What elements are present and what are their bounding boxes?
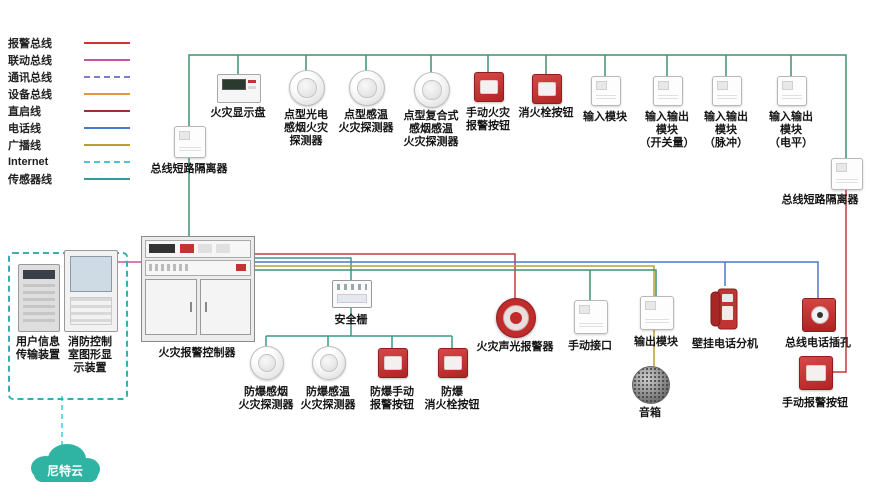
bus-isolator-right-label: 总线短路隔离器 xyxy=(781,194,859,206)
heat-detector-icon xyxy=(349,70,385,106)
legend-row-direct-start: 直启线 xyxy=(8,102,130,119)
user-info-transmission-device-icon xyxy=(18,264,60,332)
fire-display-panel-icon xyxy=(217,74,261,103)
wire-beacon xyxy=(253,253,516,298)
speaker-icon xyxy=(632,366,670,404)
manual-fire-alarm-button-label: 手动火灾 报警按钮 xyxy=(466,107,510,132)
legend-label-linkage-bus: 联动总线 xyxy=(8,54,52,67)
hydrant-button-label: 消火栓按钮 xyxy=(518,107,574,119)
wall-phone-label: 壁挂电话分机 xyxy=(692,338,758,350)
explosion-proof-hydrant-button-label: 防爆 消火栓按钮 xyxy=(424,386,480,411)
wire-phone-line xyxy=(253,261,819,298)
user-info-transmission-device-label: 用户信息 传输装置 xyxy=(16,336,60,361)
legend-row-device-bus: 设备总线 xyxy=(8,85,130,102)
manual-interface-icon xyxy=(574,300,608,334)
safety-barrier-label: 安全栅 xyxy=(334,314,368,326)
input-module-label: 输入模块 xyxy=(583,111,627,123)
wall-phone-icon xyxy=(708,286,742,332)
output-module-icon xyxy=(640,296,674,330)
legend-row-alarm-bus: 报警总线 xyxy=(8,34,130,51)
legend-label-alarm-bus: 报警总线 xyxy=(8,37,52,50)
explosion-proof-heat-detector-label: 防爆感温 火灾探测器 xyxy=(300,386,356,411)
controller-door-left xyxy=(145,279,197,335)
manual-fire-alarm-button-icon xyxy=(474,72,504,102)
controller-button-row xyxy=(145,260,251,276)
legend-row-linkage-bus: 联动总线 xyxy=(8,51,130,68)
bus-isolator-left-label: 总线短路隔离器 xyxy=(150,163,228,175)
legend-label-phone-line: 电话线 xyxy=(8,122,41,135)
legend-line-phone-line xyxy=(84,126,130,129)
io-module-level-icon xyxy=(777,76,807,106)
photoelectric-smoke-detector-icon xyxy=(289,70,325,106)
photoelectric-smoke-detector-label: 点型光电 感烟火灾 探测器 xyxy=(284,109,328,147)
io-module-pulse-label: 输入输出 模块 （脉冲） xyxy=(704,111,748,149)
combined-smoke-heat-detector-icon xyxy=(414,72,450,108)
manual-alarm-button-bottom-label: 手动报警按钮 xyxy=(782,397,848,409)
io-module-pulse-icon xyxy=(712,76,742,106)
manual-alarm-button-bottom-icon xyxy=(799,356,833,390)
wire-loop-drops xyxy=(237,55,792,77)
legend-line-internet xyxy=(84,160,130,163)
explosion-proof-hydrant-button-icon xyxy=(438,348,468,378)
legend-line-device-bus xyxy=(84,92,130,95)
legend-line-linkage-bus xyxy=(84,58,130,61)
wire-right-riser xyxy=(833,188,847,373)
legend-line-sensor-line xyxy=(84,177,130,180)
legend-line-alarm-bus xyxy=(84,41,130,44)
legend-label-internet: Internet xyxy=(8,155,49,168)
bus-isolator-left-icon xyxy=(174,126,206,158)
graphic-display-device-label: 消防控制 室图形显 示装置 xyxy=(68,336,112,374)
io-module-switch-icon xyxy=(653,76,683,106)
legend-label-comm-bus: 通讯总线 xyxy=(8,71,52,84)
nite-cloud: 尼特云 xyxy=(22,436,108,488)
bus-phone-jack-label: 总线电话插孔 xyxy=(785,337,851,349)
explosion-proof-smoke-detector-icon xyxy=(250,346,284,380)
cloud-icon xyxy=(31,444,100,482)
wire-sensor-barrier xyxy=(253,257,453,348)
legend-row-internet: Internet xyxy=(8,153,130,170)
legend: 报警总线 联动总线 通讯总线 设备总线 直启线 电话线 广播线 Internet… xyxy=(8,34,130,187)
explosion-proof-manual-button-label: 防爆手动 报警按钮 xyxy=(370,386,414,411)
fire-alarm-controller-label: 火灾报警控制器 xyxy=(158,347,236,359)
combined-smoke-heat-detector-label: 点型复合式 感烟感温 火灾探测器 xyxy=(403,110,459,148)
legend-row-broadcast-line: 广播线 xyxy=(8,136,130,153)
fire-alarm-controller-icon xyxy=(141,236,255,342)
wire-broadcast-line xyxy=(253,265,655,366)
legend-row-sensor-line: 传感器线 xyxy=(8,170,130,187)
legend-label-broadcast-line: 广播线 xyxy=(8,139,41,152)
output-module-label: 输出模块 xyxy=(634,336,678,348)
bus-phone-jack-icon xyxy=(802,298,836,332)
explosion-proof-smoke-detector-label: 防爆感烟 火灾探测器 xyxy=(238,386,294,411)
explosion-proof-heat-detector-icon xyxy=(312,346,346,380)
explosion-proof-manual-button-icon xyxy=(378,348,408,378)
legend-line-broadcast-line xyxy=(84,143,130,146)
safety-barrier-icon xyxy=(332,280,372,308)
manual-interface-label: 手动接口 xyxy=(568,340,612,352)
input-module-icon xyxy=(591,76,621,106)
controller-doors xyxy=(145,279,251,335)
io-module-level-label: 输入输出 模块 （电平） xyxy=(769,111,813,149)
legend-label-direct-start: 直启线 xyxy=(8,105,41,118)
io-module-switch-label: 输入输出 模块 （开关量） xyxy=(639,111,695,149)
sound-light-alarm-icon xyxy=(496,298,536,338)
hydrant-button-icon xyxy=(532,74,562,104)
legend-line-comm-bus xyxy=(84,75,130,78)
speaker-label: 音箱 xyxy=(639,407,661,419)
heat-detector-label: 点型感温 火灾探测器 xyxy=(338,109,394,134)
controller-door-right xyxy=(199,279,251,335)
cloud-label: 尼特云 xyxy=(46,464,83,478)
sound-light-alarm-label: 火灾声光报警器 xyxy=(476,341,554,353)
legend-row-comm-bus: 通讯总线 xyxy=(8,68,130,85)
legend-line-direct-start xyxy=(84,109,130,112)
controller-panel-row xyxy=(145,240,251,258)
graphic-display-device-icon xyxy=(64,250,118,332)
legend-label-device-bus: 设备总线 xyxy=(8,88,52,101)
legend-row-phone-line: 电话线 xyxy=(8,119,130,136)
bus-isolator-right-icon xyxy=(831,158,863,190)
legend-label-sensor-line: 传感器线 xyxy=(8,173,52,186)
fire-display-panel-label: 火灾显示盘 xyxy=(210,107,266,119)
wire-modules xyxy=(253,269,657,300)
